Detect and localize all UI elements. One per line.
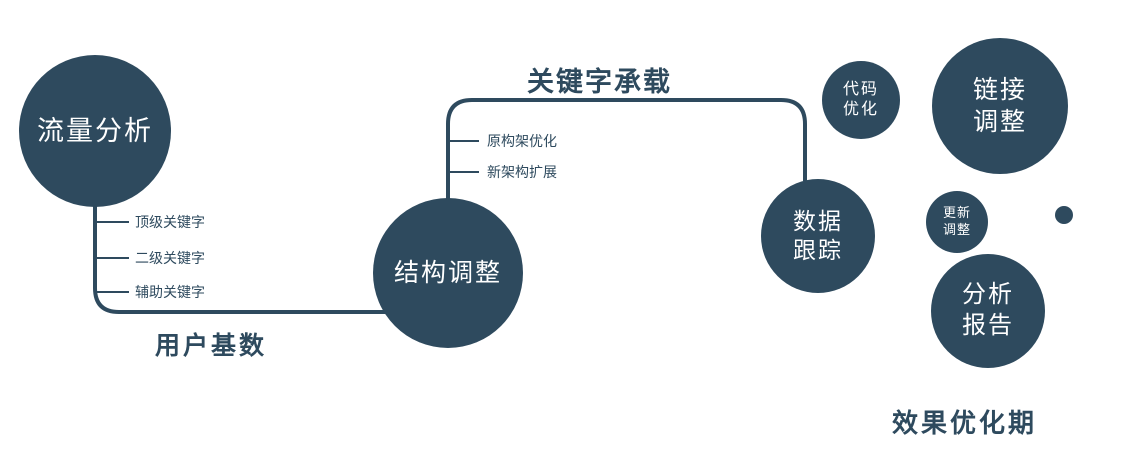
branch-label-arch-expand: 新架构扩展 (487, 164, 557, 180)
dot-marker (1055, 206, 1073, 224)
node-traffic-analysis: 流量分析 (19, 55, 171, 207)
branch-label-arch-optimize: 原构架优化 (487, 133, 557, 149)
node-data-tracking: 数据 跟踪 (761, 179, 875, 293)
node-analysis-report-line2: 报告 (962, 312, 1014, 339)
node-analysis-report-line1: 分析 (962, 281, 1014, 309)
node-code-optimization-line2: 优化 (842, 101, 879, 118)
branch-label-second-keyword: 二级关键字 (135, 250, 205, 266)
node-code-optimization: 代码 优化 (822, 61, 900, 139)
node-update-adjustment-line1: 更新 (942, 205, 971, 221)
node-traffic-analysis-label: 流量分析 (37, 115, 153, 146)
node-link-adjustment-line2: 调整 (972, 108, 1027, 136)
node-update-adjustment: 更新 调整 (926, 191, 988, 253)
node-structure-adjust: 结构调整 (373, 198, 523, 348)
branch-label-top-keyword: 顶级关键字 (135, 214, 205, 230)
node-link-adjustment-line1: 链接 (972, 76, 1027, 104)
branch-label-aux-keyword: 辅助关键字 (135, 284, 205, 300)
node-link-adjustment: 链接 调整 (932, 38, 1068, 174)
footer-effect-optimization-period: 效果优化期 (892, 408, 1038, 438)
edge-label-user-base: 用户基数 (155, 332, 268, 360)
node-data-tracking-line1: 数据 (793, 207, 843, 234)
node-code-optimization-line1: 代码 (842, 80, 879, 98)
node-analysis-report: 分析 报告 (931, 254, 1045, 368)
node-data-tracking-line2: 跟踪 (793, 237, 843, 263)
connector-structure-to-data-tracking (446, 98, 807, 200)
node-update-adjustment-line2: 调整 (942, 222, 971, 237)
node-structure-adjust-label: 结构调整 (393, 259, 502, 287)
edge-label-keyword-carry: 关键字承载 (527, 67, 672, 97)
